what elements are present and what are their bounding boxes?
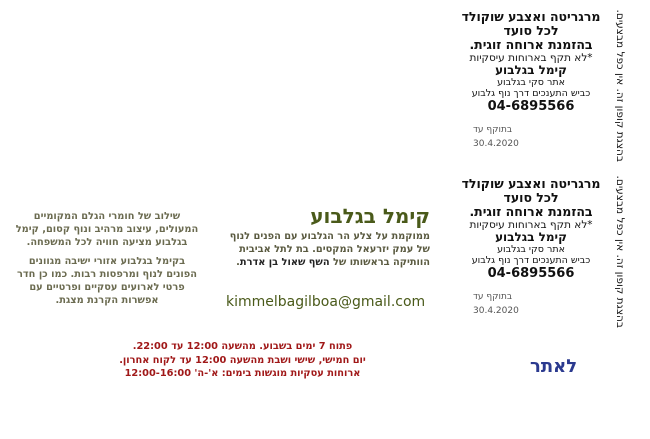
- brand-block: קימל בגלבוע ממוקמת על צלע הר הגלבוע עם ה…: [222, 204, 430, 269]
- coupon-title: מרגריטה ואצבע שוקולד: [461, 176, 601, 191]
- coupon-name: קימל בגלבוע: [495, 63, 567, 77]
- site-link[interactable]: לאתר: [530, 356, 578, 377]
- brand-text: ממוקמת על צלע הר הגלבוע עם הפנים לנוף של…: [229, 231, 430, 268]
- valid-label: בתוקף עד: [473, 292, 513, 302]
- coupon-side-text: בהצגת קופון זה. אין כפל מבצעים.: [614, 9, 626, 162]
- coupon-title: לכל סועד: [503, 23, 559, 38]
- coupon-note: *לא תקף בארוחות עיסקיות: [469, 52, 593, 64]
- coupon-side-text: בהצגת קופון זה. אין כפל מבצעים.: [614, 175, 626, 328]
- coupon-address: כביש התענכים דרך נוף גלבוע: [471, 255, 591, 266]
- coupon-phone: 04-6895566: [487, 266, 575, 281]
- about-paragraph: שילוב של חומרי הגלם המקומיים המעולים, עי…: [15, 211, 199, 248]
- brand-description: ממוקמת על צלע הר הגלבוע עם הפנים לנוף של…: [222, 230, 430, 269]
- coupon-title: בהזמנת ארוחה זוגית.: [469, 204, 593, 219]
- coupon-2: מרגריטה ואצבע שוקולד לכל סועד בהזמנת ארו…: [455, 177, 607, 318]
- brand-text-end: .: [236, 257, 240, 268]
- hours-line: יום חמישי, שישי ושבת מהשעה 12:00 עד לקוח…: [119, 354, 366, 366]
- valid-date: 30.4.2020: [473, 306, 519, 316]
- coupon-address: אתר סקי בגלבוע: [497, 77, 565, 88]
- chef-name: השף שאול בן אדרת: [239, 257, 330, 268]
- coupon-note: *לא תקף בארוחות עיסקיות: [469, 219, 593, 231]
- about-block: שילוב של חומרי הגלם המקומיים המעולים, עי…: [14, 210, 200, 313]
- email-link[interactable]: kimmelbagilboa@gmail.com: [226, 294, 426, 310]
- coupon-address: כביש התענכים דרך נוף גלבוע: [471, 88, 591, 99]
- valid-date: 30.4.2020: [473, 139, 519, 149]
- valid-label: בתוקף עד: [473, 125, 513, 135]
- opening-hours: פתוח 7 ימים בשבוע. מהשעה 12:00 עד 22:00.…: [85, 340, 400, 381]
- hours-line: פתוח 7 ימים בשבוע. מהשעה 12:00 עד 22:00.: [132, 341, 353, 352]
- coupon-1: מרגריטה ואצבע שוקולד לכל סועד בהזמנת ארו…: [455, 10, 607, 151]
- coupon-title: מרגריטה ואצבע שוקולד: [461, 9, 601, 24]
- brand-title: קימל בגלבוע: [310, 204, 430, 228]
- coupon-name: קימל בגלבוע: [495, 230, 567, 244]
- coupon-title: בהזמנת ארוחה זוגית.: [469, 37, 593, 52]
- coupon-address: אתר סקי בגלבוע: [497, 244, 565, 255]
- coupon-title: לכל סועד: [503, 190, 559, 205]
- hours-line: ארוחות עסקיות מוגשות בימים: א'-ה' 12:00-…: [124, 368, 361, 379]
- about-paragraph: בקימל בגלבוע אזורי ישיבה מגוונים הפונים …: [17, 256, 197, 306]
- coupon-phone: 04-6895566: [487, 99, 575, 114]
